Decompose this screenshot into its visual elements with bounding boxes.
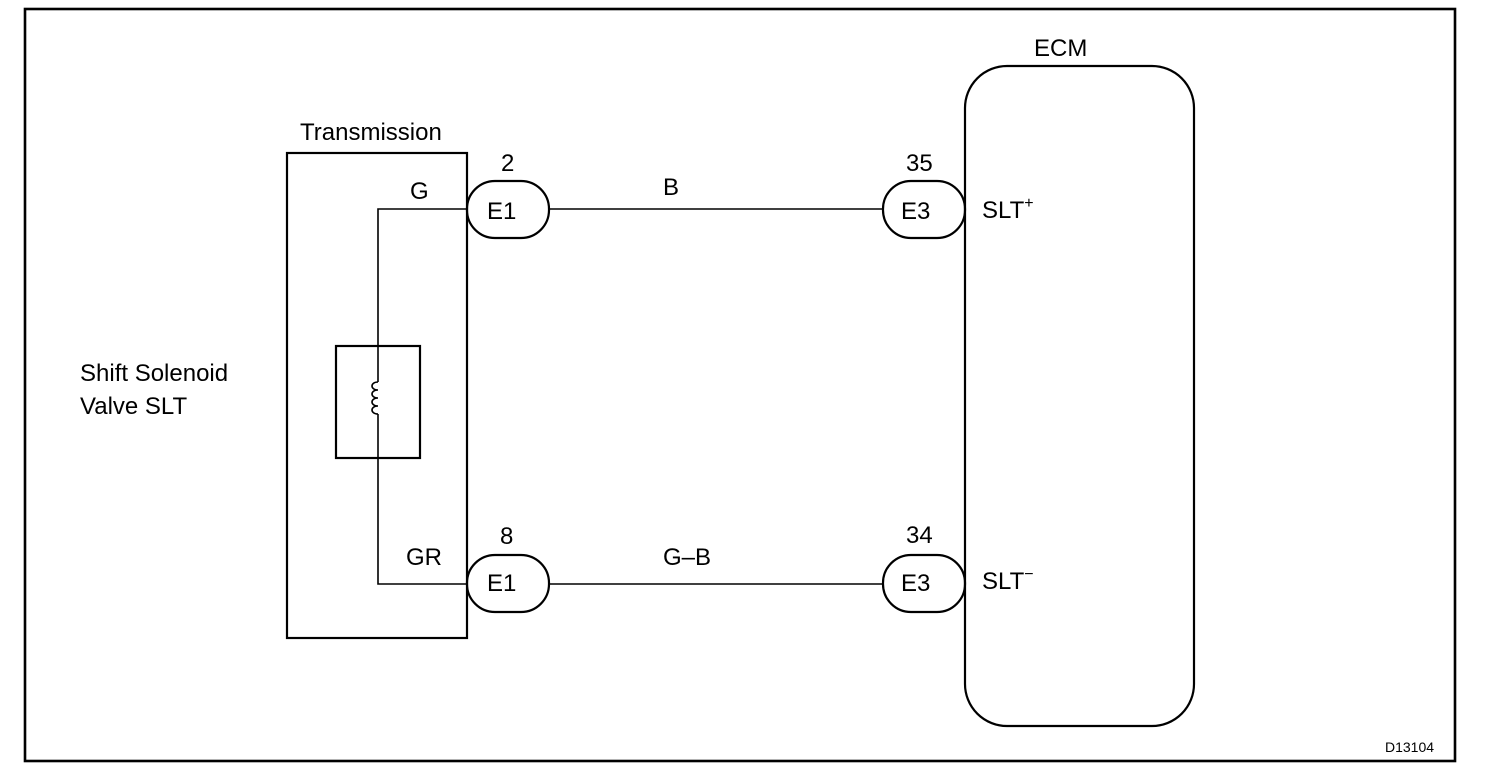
ecm-terminal-top: SLT+ — [982, 195, 1034, 224]
connector-e1-top-label: E1 — [487, 198, 516, 225]
transmission-label: Transmission — [300, 119, 442, 146]
ecm-box — [963, 64, 1196, 728]
trans-wire-color-bottom: GR — [406, 544, 442, 571]
diagram-frame — [23, 7, 1457, 763]
harness-color-top: B — [663, 174, 679, 201]
ecm-terminal-top-name: SLT — [982, 197, 1025, 224]
connector-e3-top-label: E3 — [901, 198, 930, 225]
ecm-terminal-bottom: SLT− — [982, 566, 1034, 595]
connector-e3-bottom-label: E3 — [901, 570, 930, 597]
connector-e1-top-pin: 2 — [501, 150, 514, 177]
harness-color-bottom: G–B — [663, 544, 711, 571]
ecm-label: ECM — [1034, 35, 1087, 62]
connector-e3-top-pin: 35 — [906, 150, 933, 177]
coil-icon — [371, 346, 379, 458]
solenoid-label-line2: Valve SLT — [80, 393, 187, 420]
trans-wire-color-top: G — [410, 178, 429, 205]
ecm-terminal-top-sign: + — [1024, 195, 1033, 212]
trans-wire-bottom — [377, 458, 467, 585]
drawing-code: D13104 — [1385, 739, 1434, 755]
connector-e1-bottom-pin: 8 — [500, 523, 513, 550]
trans-wire-top — [377, 208, 467, 346]
ecm-terminal-bottom-name: SLT — [982, 568, 1025, 595]
connector-e1-bottom-label: E1 — [487, 570, 516, 597]
connector-e3-bottom-pin: 34 — [906, 522, 933, 549]
solenoid-label-line1: Shift Solenoid — [80, 360, 228, 387]
ecm-terminal-bottom-sign: − — [1024, 566, 1033, 583]
transmission-box — [285, 151, 469, 640]
